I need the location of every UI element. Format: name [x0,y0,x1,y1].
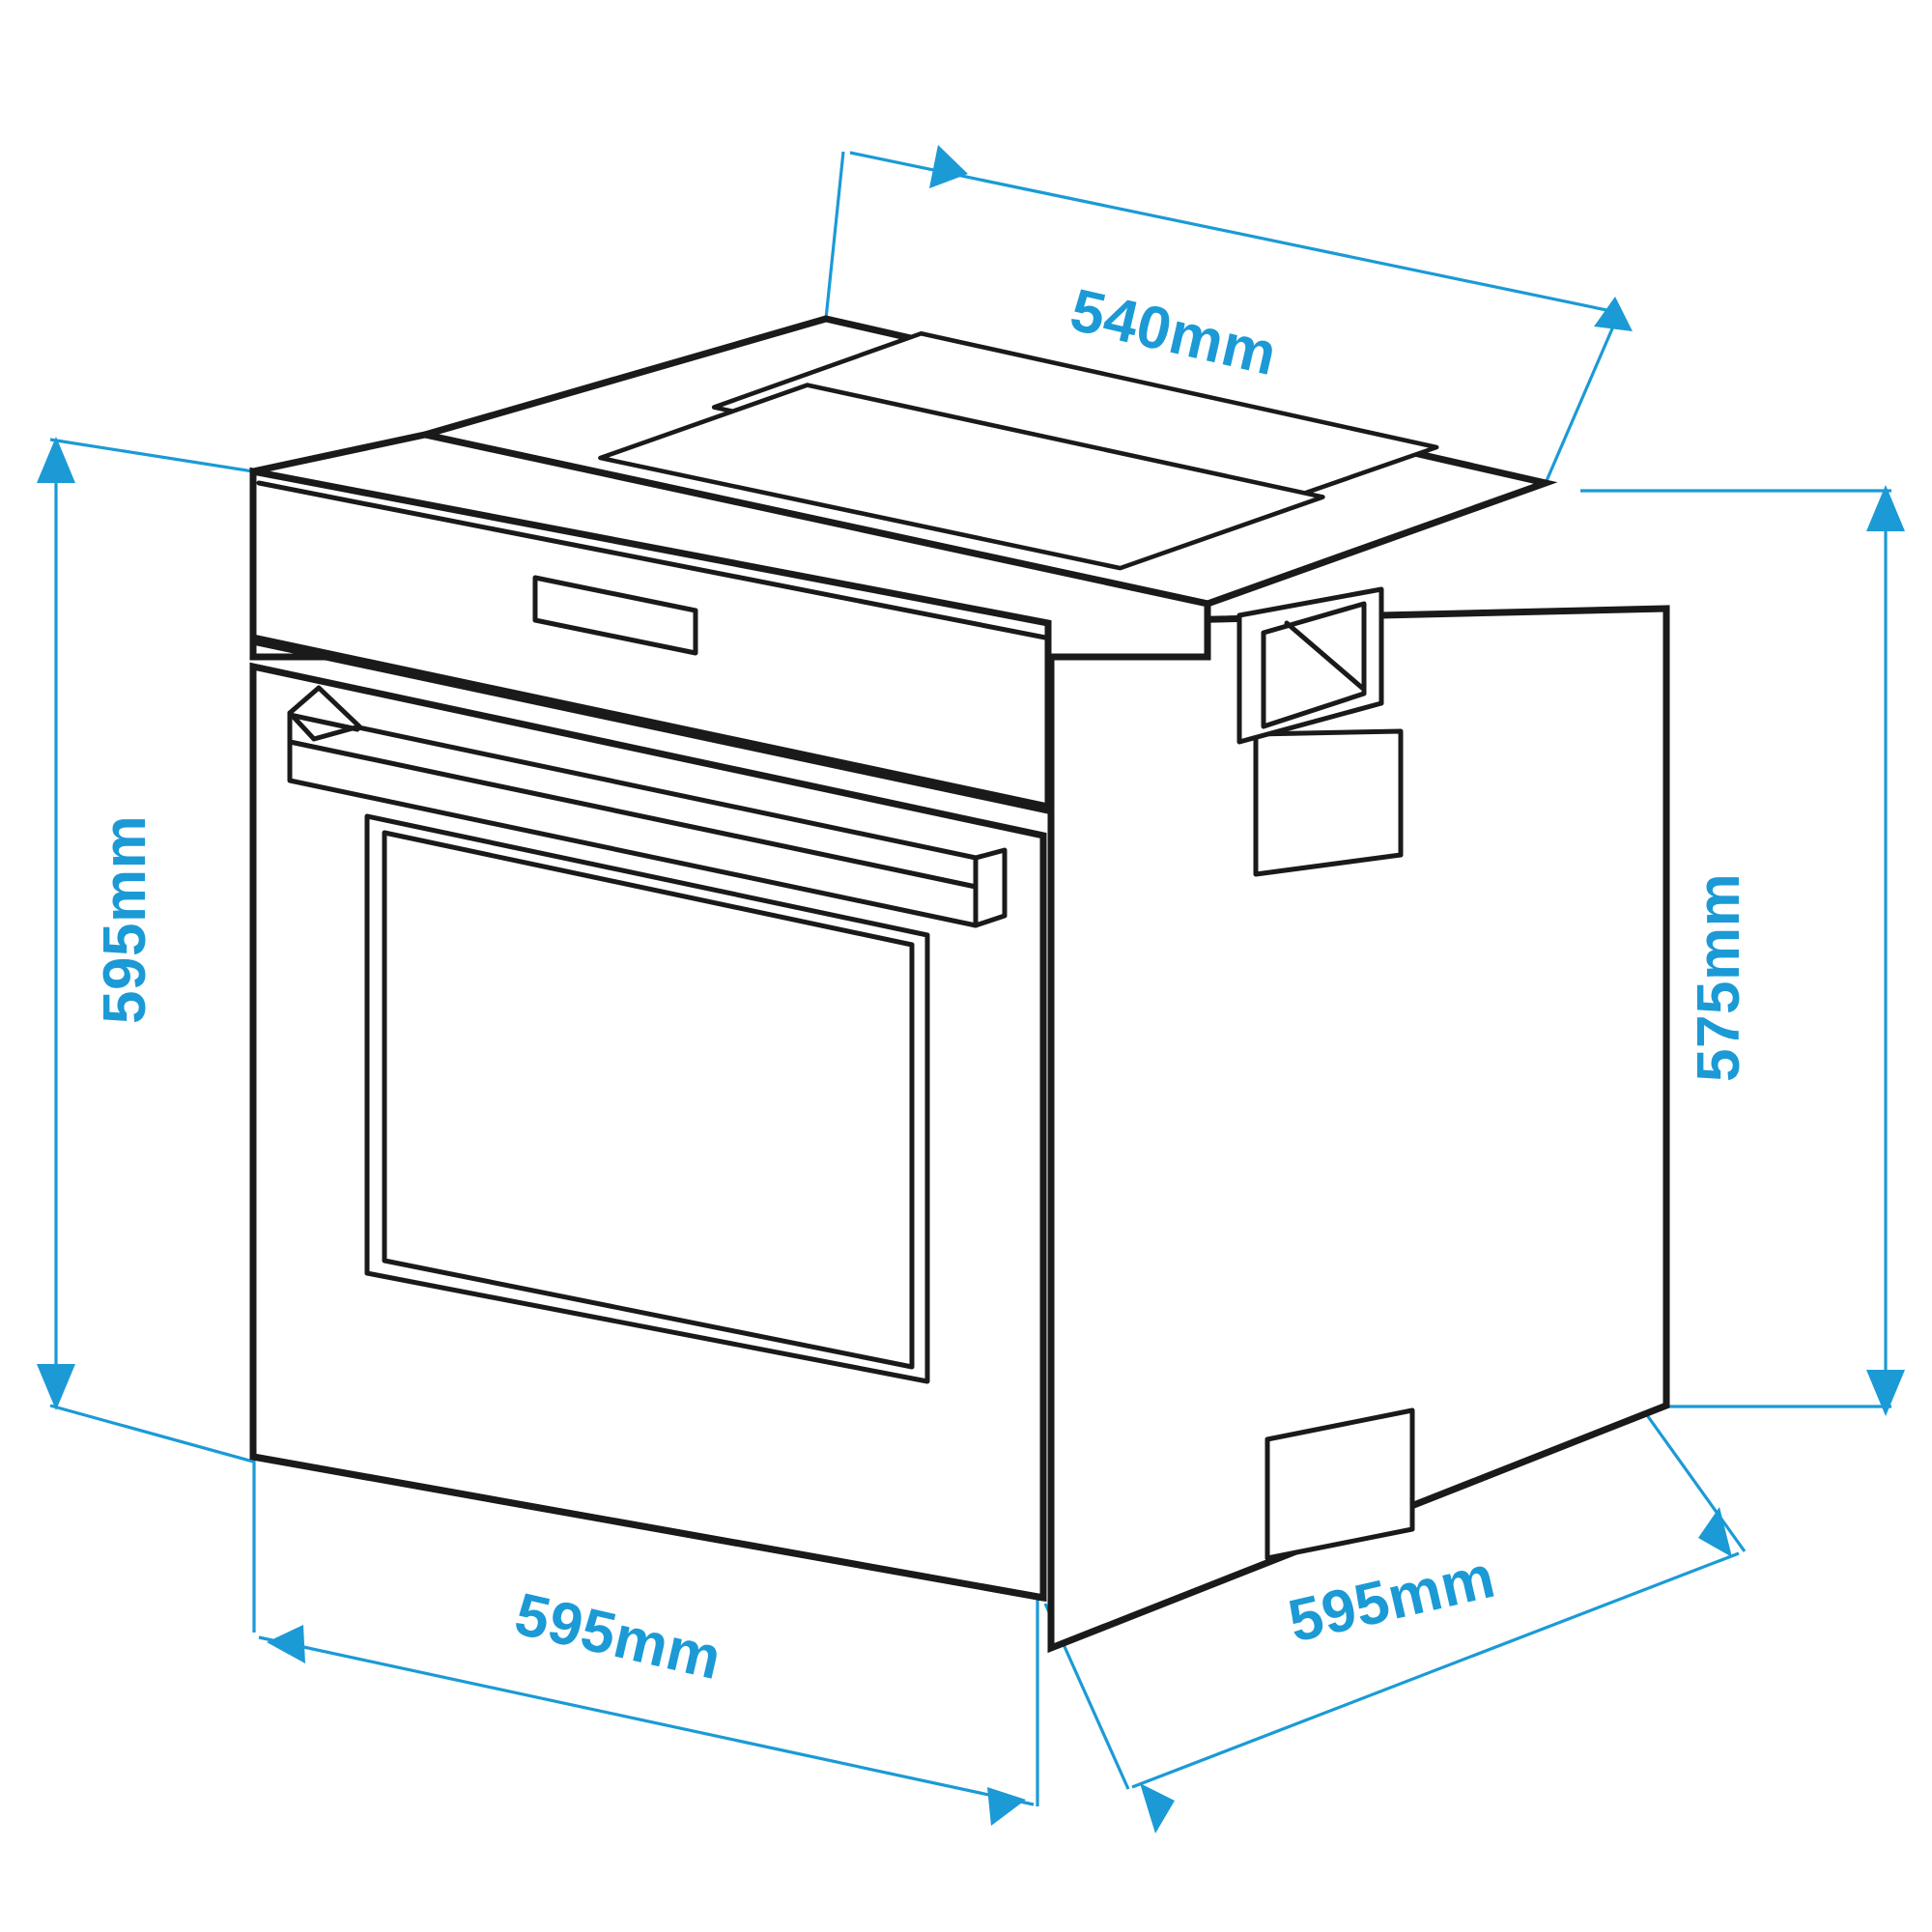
side-panel [1047,605,1670,1654]
top-panel [424,315,1558,608]
dimension-depth-top [824,145,1633,484]
bracket-lower [1264,1407,1415,1561]
dimension-label-height-right: 575mm [1686,873,1752,1082]
dimension-width-front [252,1457,1039,1826]
dimension-layer [37,145,1905,1833]
dimension-depth-bottom [1043,1394,1747,1833]
side-vent [1236,586,1384,745]
dimension-height-left [37,437,254,1463]
door-handle [287,685,1008,928]
oven-body [249,315,1670,1654]
dimension-height-right [1580,485,1905,1416]
bracket-upper [1253,728,1404,877]
dimension-label-depth-bottom: 595mm [1283,1544,1501,1656]
display-window [532,575,698,656]
dimension-label-height-left: 595mm [92,815,158,1024]
dimension-label-width-front: 595mm [509,1580,727,1692]
